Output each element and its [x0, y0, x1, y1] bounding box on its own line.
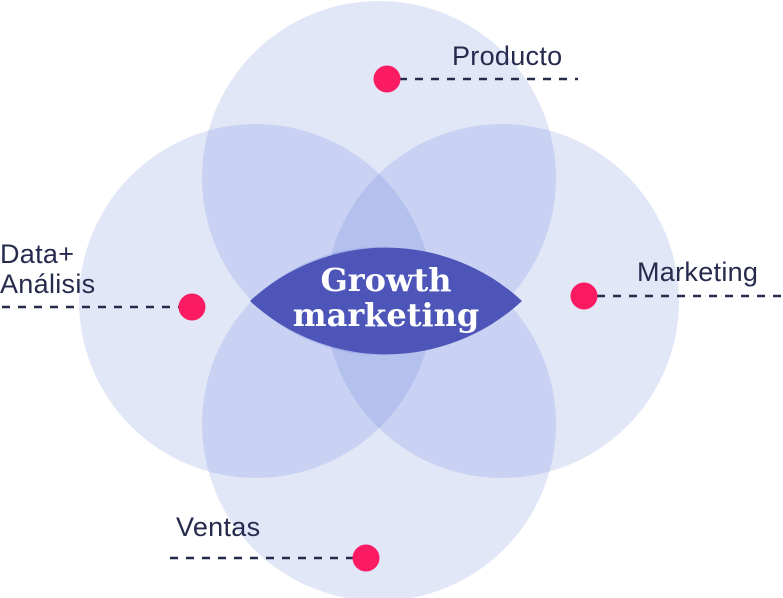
- label-data-analisis-line2: Análisis: [0, 269, 96, 299]
- producto-dot: [373, 65, 401, 93]
- label-ventas: Ventas: [176, 512, 261, 542]
- center-label-line1: Growth: [320, 261, 451, 299]
- center-lens-shape: [250, 247, 522, 355]
- label-data-analisis-line1: Data+: [0, 239, 75, 269]
- ventas-dot: [352, 544, 380, 572]
- label-producto: Producto: [452, 41, 563, 71]
- center-label-line2: marketing: [293, 296, 480, 334]
- data-analisis-dot: [178, 293, 206, 321]
- label-marketing: Marketing: [637, 257, 759, 287]
- marketing-dot: [570, 282, 598, 310]
- label-data-analisis: Data+ Análisis: [0, 239, 95, 299]
